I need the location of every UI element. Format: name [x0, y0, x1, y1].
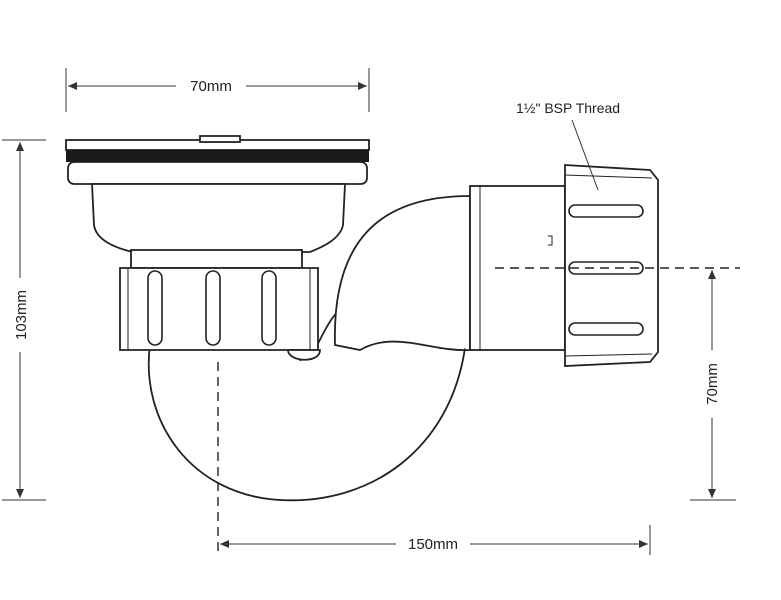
thread-callout: 1½" BSP Thread — [516, 100, 620, 191]
nut-grip-1 — [147, 270, 163, 346]
sealing-gasket — [66, 150, 369, 162]
dim-top-width-label: 70mm — [190, 78, 232, 95]
dim-top-width: 70mm — [65, 68, 370, 112]
thread-callout-label: 1½" BSP Thread — [516, 100, 620, 116]
dim-overall-height-label: 103mm — [13, 290, 30, 340]
flange-rim — [67, 161, 368, 185]
outlet-assembly — [469, 164, 659, 367]
dim-outlet-distance-label: 150mm — [408, 536, 458, 553]
trap-bend — [147, 195, 471, 502]
grate-tab — [199, 135, 241, 143]
dim-outlet-height: 70mm — [690, 270, 736, 501]
nut-grip-2 — [205, 270, 221, 346]
outlet-grip-3 — [568, 322, 644, 336]
dim-outlet-height-label: 70mm — [704, 363, 721, 405]
nut-grip-3 — [261, 270, 277, 346]
waste-flange — [65, 135, 370, 269]
waste-body — [91, 183, 346, 253]
dim-outlet-distance: 150mm — [220, 525, 651, 555]
waste-neck — [130, 249, 303, 269]
inlet-nut — [119, 267, 321, 361]
dim-overall-height: 103mm — [2, 139, 46, 501]
outlet-grip-1 — [568, 204, 644, 218]
